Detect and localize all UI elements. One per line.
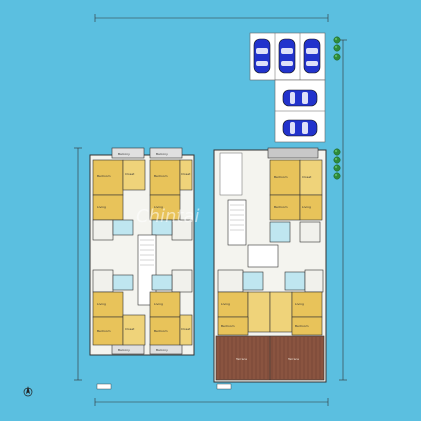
room-label: Living [295,302,304,306]
tree-icon [333,156,341,164]
car-icon [282,119,318,137]
terrace-label: Terrace [235,357,247,361]
room-label: Closet [181,172,191,176]
tree-icon [333,44,341,52]
room-label: Bedroom [221,324,235,328]
watermark-text: Chintai [136,206,199,227]
room-label: Living [302,205,311,209]
room-label: Closet [302,175,312,179]
north-arrow-icon [23,386,33,397]
balcony-label: Balcony [118,348,130,352]
tree-icon [333,53,341,61]
room-label: Living [154,302,163,306]
trees [333,36,341,180]
room-label: Living [97,205,106,209]
tree-icon [333,148,341,156]
balcony-label: Balcony [156,348,168,352]
terrace-label: Terrace [287,357,299,361]
room-label: Bedroom [295,324,309,328]
room-label: Bedroom [274,205,288,209]
room-label: Bedroom [154,329,168,333]
car-icon [282,89,318,107]
tree-icon [333,36,341,44]
car-icon [303,38,321,74]
room-label: Living [221,302,230,306]
room-label: Bedroom [274,175,288,179]
room-label: Living [154,205,163,209]
car-icon [278,38,296,74]
room-label: Bedroom [97,174,111,178]
dimension-lines [74,14,347,406]
balcony-label: Balcony [118,152,130,156]
room-label: Closet [125,172,135,176]
balcony-label: Balcony [156,152,168,156]
room-label: Closet [125,327,135,331]
building-a: Bedroom Bedroom Living Living Closet Clo… [89,147,195,356]
room-label: Closet [181,327,191,331]
scale-notes [96,383,232,390]
car-icon [253,38,271,74]
tree-icon [333,164,341,172]
room-label: Living [97,302,106,306]
building-b: Bedroom Bedroom Living Closet Bedroom Be… [213,147,327,383]
room-label: Bedroom [154,174,168,178]
tree-icon [333,172,341,180]
room-label: Bedroom [97,329,111,333]
